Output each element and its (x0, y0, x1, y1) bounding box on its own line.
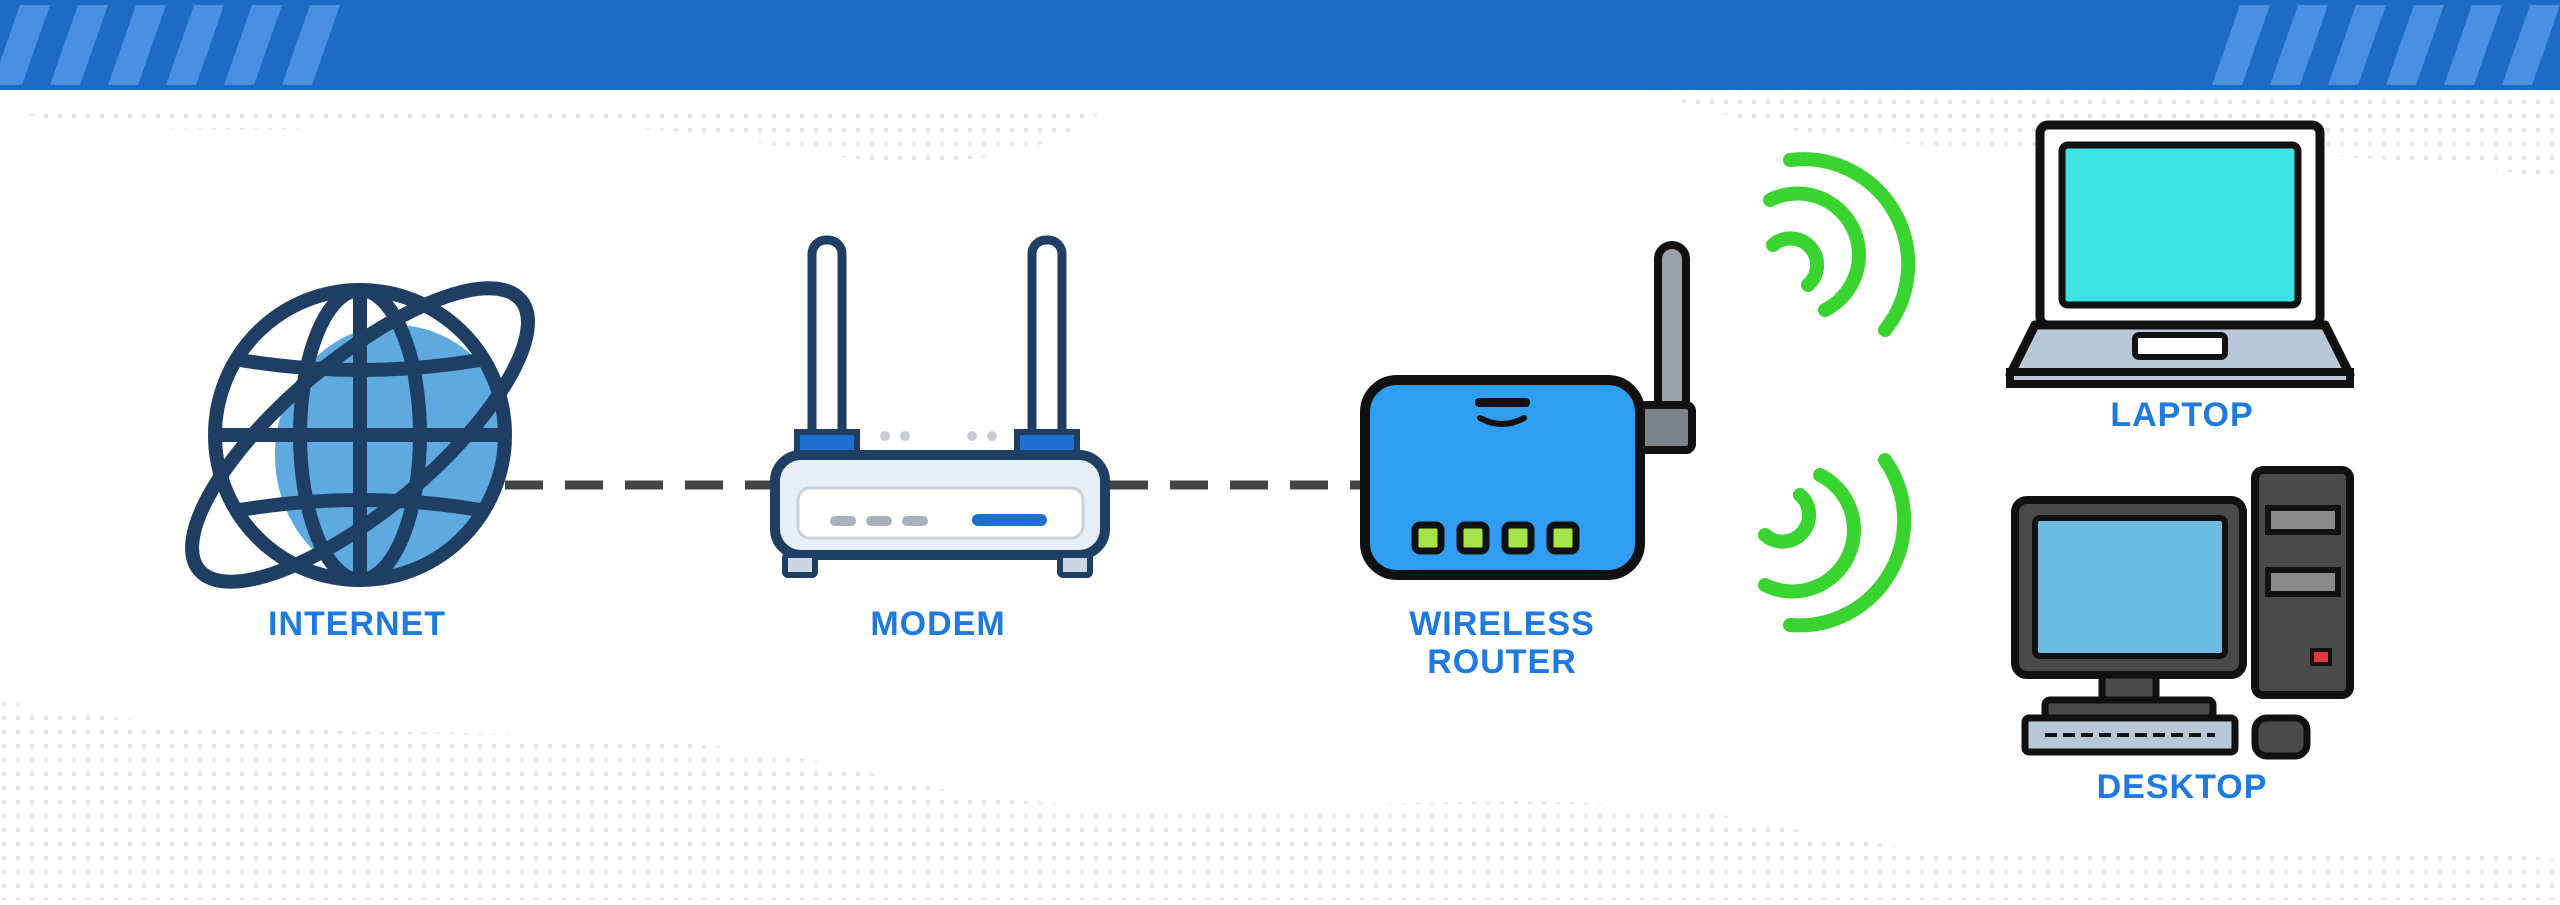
wireless-router-icon (1360, 241, 1696, 580)
wifi-signal-lower (1758, 453, 1912, 633)
top-banner (0, 0, 2560, 90)
modem-icon (770, 235, 1110, 578)
banner-stripes-left (0, 5, 340, 85)
wireless-router-label: WIRELESS ROUTER (1409, 605, 1595, 681)
wifi-signal-upper (1763, 152, 1916, 337)
laptop-label: LAPTOP (2110, 396, 2254, 434)
internet-label: INTERNET (268, 605, 446, 643)
banner-stripes-right (2212, 5, 2560, 85)
globe-icon (185, 281, 535, 589)
desktop-computer-icon (2011, 466, 2354, 760)
laptop-icon (2005, 120, 2355, 388)
modem-label: MODEM (870, 605, 1006, 643)
desktop-label: DESKTOP (2096, 768, 2268, 806)
